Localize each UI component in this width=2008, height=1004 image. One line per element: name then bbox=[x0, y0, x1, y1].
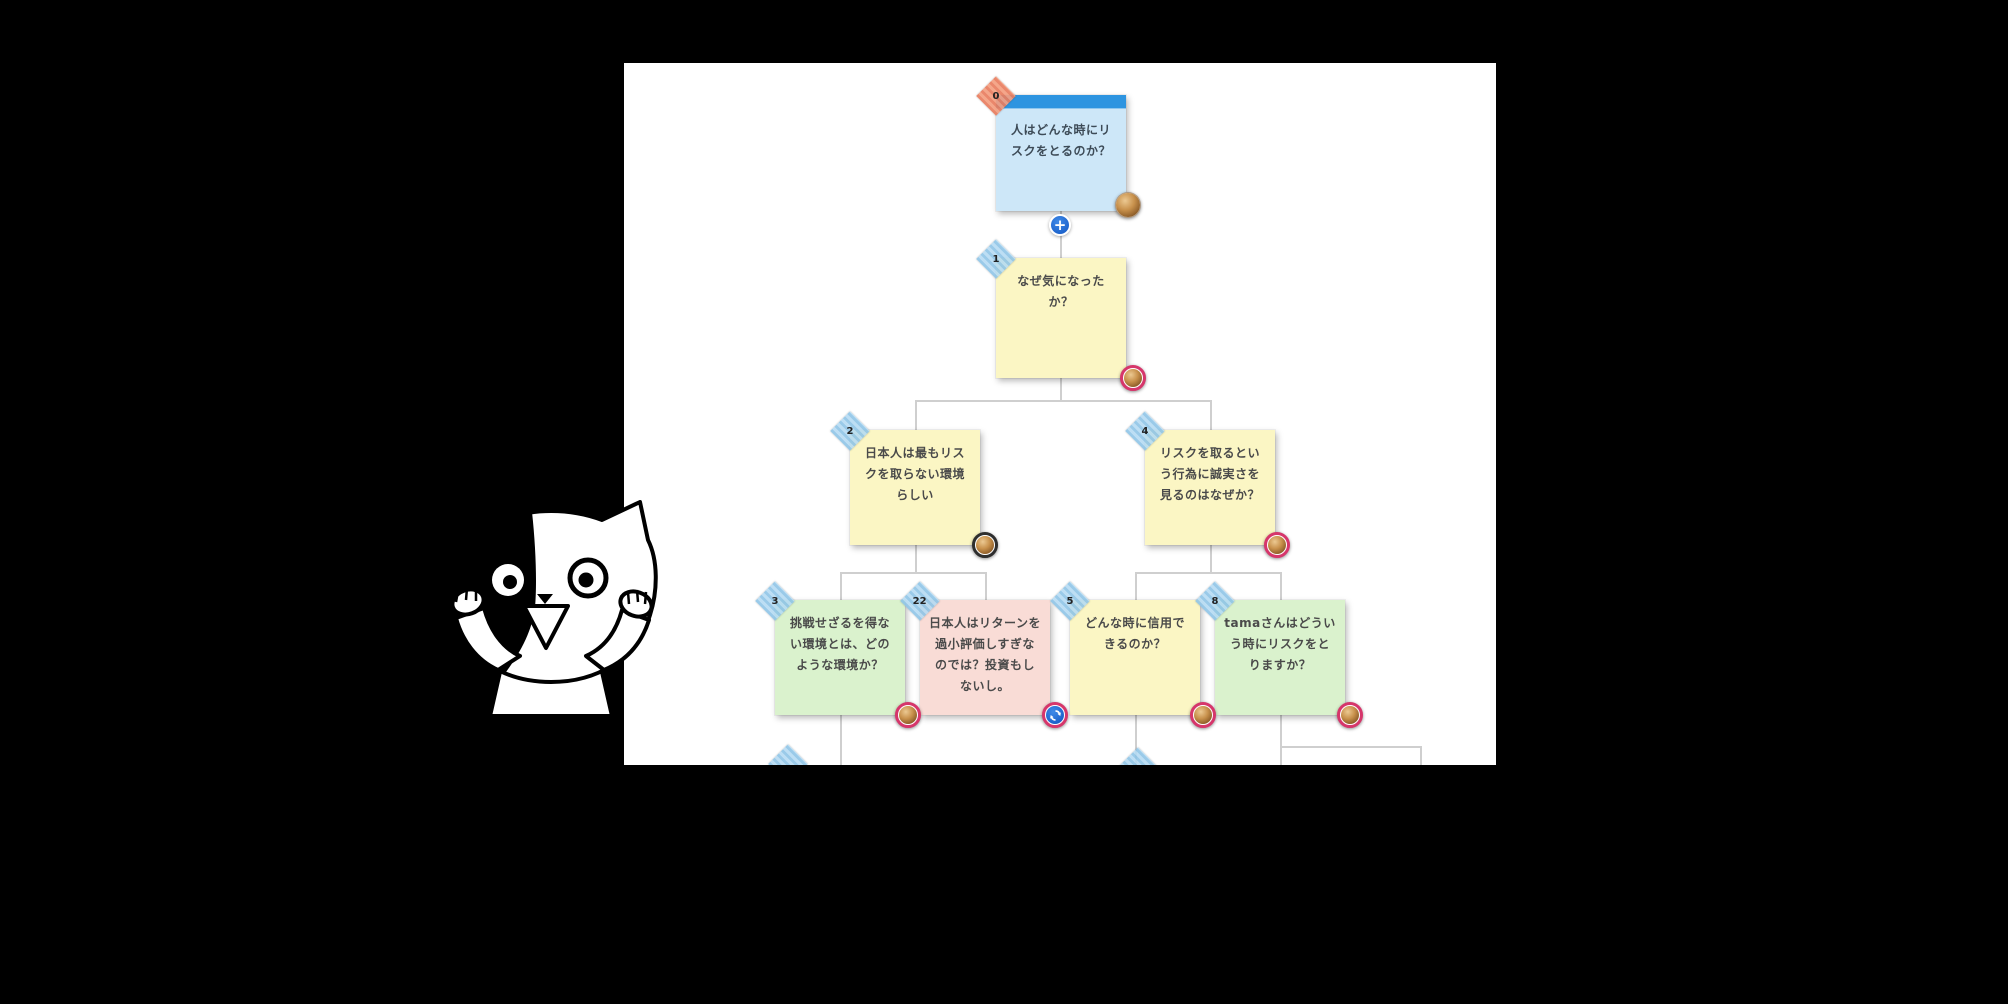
sync-arrows-icon bbox=[1046, 706, 1064, 724]
connector-line bbox=[840, 572, 842, 600]
sync-refresh-icon[interactable] bbox=[1042, 702, 1068, 728]
note-text: tamaさんはどういう時にリスクをとりますか？ bbox=[1224, 616, 1336, 672]
note-title-bar bbox=[996, 95, 1126, 109]
sticky-note-8[interactable]: 8 tamaさんはどういう時にリスクをとりますか？ bbox=[1195, 581, 1346, 716]
connector-line bbox=[1210, 545, 1212, 572]
sticky-note-2[interactable]: 2 日本人は最もリスクを取らない環境らしい bbox=[830, 411, 981, 546]
sticky-note-3[interactable]: 3 挑戦せざるを得ない環境とは、どのような環境か？ bbox=[755, 581, 906, 716]
note-text: 挑戦せざるを得ない環境とは、どのような環境か？ bbox=[789, 616, 890, 672]
hamster-photo bbox=[1341, 706, 1359, 724]
note-text: 日本人は最もリスクを取らない環境らしい bbox=[864, 446, 965, 502]
hamster-photo bbox=[1124, 369, 1142, 387]
sticky-note-5[interactable]: 5 どんな時に信用できるのか？ bbox=[1050, 581, 1201, 716]
hamster-photo bbox=[1268, 536, 1286, 554]
hamster-avatar-icon[interactable] bbox=[972, 532, 998, 558]
note-text: どんな時に信用できるのか？ bbox=[1084, 616, 1185, 651]
sticky-note-0[interactable]: 0 人はどんな時にリスクをとるのか？ bbox=[976, 76, 1127, 212]
hamster-avatar-icon[interactable] bbox=[1337, 702, 1363, 728]
connector-line bbox=[915, 400, 1212, 402]
connector-line bbox=[840, 715, 842, 765]
connector-line bbox=[1135, 572, 1282, 574]
hamster-avatar-icon[interactable] bbox=[1264, 532, 1290, 558]
note-number-badge-partial bbox=[1118, 747, 1158, 765]
connector-line bbox=[1280, 746, 1422, 748]
connector-line bbox=[1280, 572, 1282, 600]
sticky-note-22[interactable]: 22 日本人はリターンを過小評価しすぎなのでは？投資もしないし。 bbox=[900, 581, 1051, 716]
note-text: なぜ気になったか？ bbox=[1017, 274, 1105, 309]
cat-mascot-illustration bbox=[444, 500, 658, 718]
connector-line bbox=[1280, 715, 1282, 746]
connector-line bbox=[915, 400, 917, 430]
hamster-photo bbox=[899, 706, 917, 724]
hamster-photo bbox=[976, 536, 994, 554]
add-note-button[interactable]: + bbox=[1049, 214, 1071, 236]
hamster-avatar-icon[interactable] bbox=[1115, 192, 1141, 218]
hamster-photo bbox=[1116, 193, 1140, 217]
sticky-note-1[interactable]: 1 なぜ気になったか？ bbox=[976, 239, 1127, 379]
hamster-avatar-icon[interactable] bbox=[895, 702, 921, 728]
hamster-photo bbox=[1194, 706, 1212, 724]
sticky-note-4[interactable]: 4 リスクを取るという行為に誠実さを見るのはなぜか？ bbox=[1125, 411, 1276, 546]
note-number-badge-partial bbox=[768, 744, 808, 765]
connector-line bbox=[1420, 746, 1422, 765]
connector-line bbox=[915, 545, 917, 572]
note-text: 人はどんな時にリスクをとるのか？ bbox=[1010, 123, 1111, 158]
connector-line bbox=[1135, 572, 1137, 600]
connector-line bbox=[840, 572, 987, 574]
hamster-avatar-icon[interactable] bbox=[1190, 702, 1216, 728]
note-text: 日本人はリターンを過小評価しすぎなのでは？投資もしないし。 bbox=[929, 616, 1041, 693]
hamster-avatar-icon[interactable] bbox=[1120, 365, 1146, 391]
diagram-canvas[interactable]: 0 人はどんな時にリスクをとるのか？ + 1 なぜ気になったか？ 2 日本人は最… bbox=[624, 63, 1496, 765]
connector-line bbox=[1280, 746, 1282, 765]
connector-line bbox=[1210, 400, 1212, 430]
note-text: リスクを取るという行為に誠実さを見るのはなぜか？ bbox=[1159, 446, 1260, 502]
connector-line bbox=[1135, 715, 1137, 765]
connector-line bbox=[985, 572, 987, 600]
connector-line bbox=[1060, 378, 1062, 401]
